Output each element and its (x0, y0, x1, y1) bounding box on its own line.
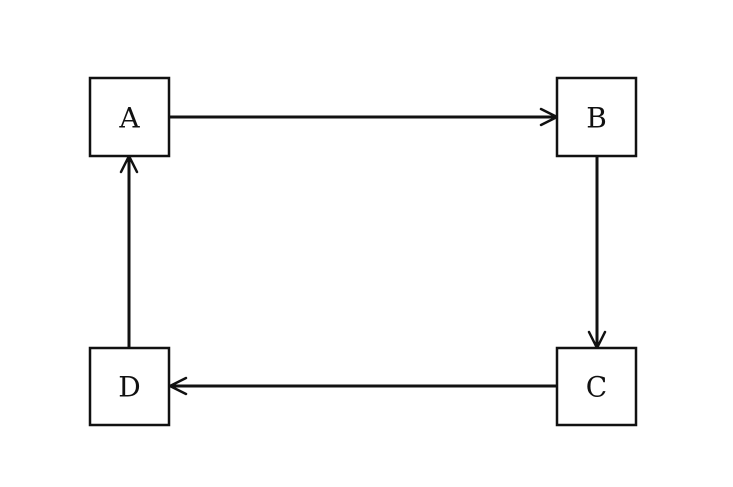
node-a-label: A (118, 102, 140, 135)
edge-d-to-a (119, 154, 139, 347)
node-d-label: D (118, 371, 140, 404)
node-d-box (88, 346, 171, 427)
node-b-box (555, 76, 638, 158)
nodes: A B C D (88, 76, 638, 427)
node-c-box (555, 346, 638, 427)
node-b-label: B (586, 102, 607, 135)
edge-c-to-d (168, 376, 557, 396)
edges (119, 107, 607, 396)
node-a: A (88, 76, 171, 158)
edge-a-to-b (169, 107, 559, 127)
node-d: D (88, 346, 171, 427)
node-c-label: C (586, 371, 607, 404)
edge-b-to-c (587, 156, 607, 350)
node-b: B (555, 76, 638, 158)
node-c: C (555, 346, 638, 427)
node-a-box (88, 76, 171, 158)
